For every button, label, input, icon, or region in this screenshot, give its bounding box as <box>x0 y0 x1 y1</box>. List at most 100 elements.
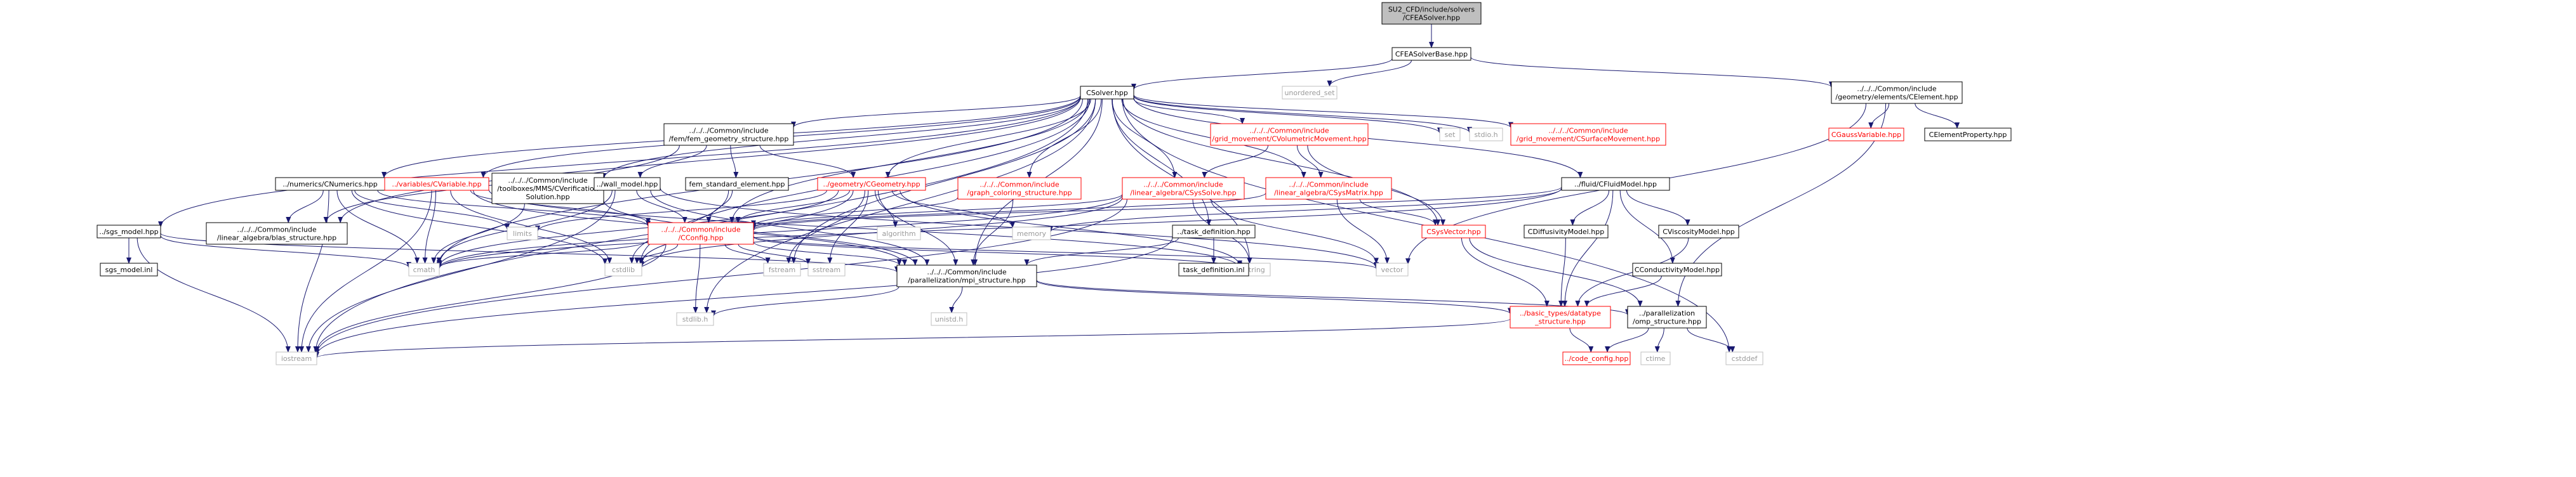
node-label: ../../../Common/include <box>1289 181 1368 189</box>
node-graph_col[interactable]: ../../../Common/include/graph_coloring_s… <box>957 177 1082 200</box>
node-box <box>276 351 317 365</box>
edge-mpi-to-stdlib <box>711 286 900 317</box>
edge-wall_model-to-cconfig <box>636 190 687 223</box>
node-label: CGaussVariable.hpp <box>1831 131 1901 139</box>
node-label: /omp_structure.hpp <box>1633 318 1701 326</box>
node-box <box>1391 47 1471 61</box>
edge-cnumerics-to-cstdlib <box>351 190 607 265</box>
node-datatype[interactable]: ../basic_types/datatype_structure.hpp <box>1510 306 1611 329</box>
node-csysmatrix[interactable]: ../../../Common/include/linear_algebra/C… <box>1265 177 1392 200</box>
node-label: cmath <box>413 266 435 274</box>
node-mpi[interactable]: ../../../Common/include/parallelization/… <box>896 265 1037 287</box>
node-box <box>491 173 604 204</box>
node-cnumerics[interactable]: ../numerics/CNumerics.hpp <box>275 177 385 191</box>
node-cgauss[interactable]: CGaussVariable.hpp <box>1828 127 1904 141</box>
edge-sgs_model-to-iostream <box>136 237 291 353</box>
node-label: CElementProperty.hpp <box>1929 131 2007 139</box>
node-box <box>1562 351 1631 365</box>
node-label: CFEASolverBase.hpp <box>1395 50 1468 58</box>
node-label: ../numerics/CNumerics.hpp <box>282 180 377 188</box>
node-cdiff[interactable]: CDiffusivityModel.hpp <box>1524 225 1609 238</box>
edge-csolver-to-mms <box>601 97 1081 180</box>
node-csysvector[interactable]: CSysVector.hpp <box>1421 225 1486 238</box>
node-box <box>1265 177 1392 200</box>
edge-cgeometry-to-cconfig <box>735 190 851 223</box>
node-box <box>1012 226 1051 240</box>
edge-csolver-to-cconfig <box>729 98 1089 223</box>
node-code_config[interactable]: ../code_config.hpp <box>1562 351 1631 365</box>
node-box <box>1524 225 1609 238</box>
edge-csolver-to-blas <box>338 97 1081 223</box>
node-mms[interactable]: ../../../Common/include/toolboxes/MMS/CV… <box>491 173 604 204</box>
node-csyssolve[interactable]: ../../../Common/include/linear_algebra/C… <box>1122 177 1245 200</box>
node-cfeabase[interactable]: CFEASolverBase.hpp <box>1391 47 1471 61</box>
node-algorithm: algorithm <box>877 226 921 240</box>
edge-datatype-to-code_config <box>1569 327 1594 353</box>
edge-cfluid-to-cconfig <box>751 186 1562 232</box>
node-fem_std[interactable]: fem_standard_element.hpp <box>685 177 789 191</box>
node-celement[interactable]: ../../../Common/include/geometry/element… <box>1831 81 1963 104</box>
node-set: set <box>1439 127 1461 141</box>
edge-cnumerics-to-blas <box>286 190 324 223</box>
node-surfmov[interactable]: ../../../Common/include/grid_movement/CS… <box>1510 123 1666 146</box>
node-label: ../code_config.hpp <box>1565 355 1629 363</box>
edge-omp-to-ctime <box>1654 327 1664 353</box>
node-label: sgs_model.inl <box>105 266 153 274</box>
edge-csolver-to-set <box>1133 95 1442 134</box>
node-label: ../../../Common/include <box>1548 127 1628 135</box>
node-ctime: ctime <box>1640 351 1671 365</box>
node-label: ../../../Common/include <box>237 226 316 234</box>
node-fem_geom[interactable]: ../../../Common/include/fem/fem_geometry… <box>663 123 794 146</box>
node-sstream: sstream <box>807 263 846 277</box>
node-omp[interactable]: ../parallelization/omp_structure.hpp <box>1627 306 1707 329</box>
edge-cconfig-to-cstdlib <box>634 244 679 264</box>
node-root[interactable]: SU2_CFD/include/solvers/CFEASolver.hpp <box>1381 2 1482 25</box>
node-ccond[interactable]: CConductivityModel.hpp <box>1632 263 1722 277</box>
node-label: limits <box>513 230 532 238</box>
node-label: set <box>1445 131 1456 139</box>
edge-csolver-to-fem_geom <box>791 95 1081 128</box>
node-box <box>1080 86 1134 100</box>
node-cstdlib: cstdlib <box>604 263 642 277</box>
node-cvisc[interactable]: CViscosityModel.hpp <box>1658 225 1739 238</box>
edge-cgeometry-to-cmath <box>437 190 839 268</box>
node-task_inl[interactable]: task_definition.inl <box>1178 263 1249 277</box>
node-label: ../../../Common/include <box>1143 181 1223 189</box>
node-box <box>663 123 794 146</box>
edge-csyssolve-to-cconfig <box>751 193 1123 230</box>
node-sgs_model[interactable]: ../sgs_model.hpp <box>96 225 161 238</box>
node-box <box>1381 2 1482 25</box>
node-cconfig[interactable]: ../../../Common/include/CConfig.hpp <box>647 222 754 245</box>
node-label: Solution.hpp <box>526 193 569 201</box>
node-label: CConductivityModel.hpp <box>1635 266 1720 274</box>
node-celemprop[interactable]: CElementProperty.hpp <box>1924 127 2012 141</box>
node-label: cstddef <box>1732 355 1758 363</box>
node-task_def[interactable]: ../task_definition.hpp <box>1172 225 1256 238</box>
node-box <box>685 177 789 191</box>
node-fstream: fstream <box>763 263 801 277</box>
edge-wall_model-to-iostream <box>305 190 616 353</box>
node-cvariable[interactable]: ../variables/CVariable.hpp <box>384 177 489 191</box>
node-label: /geometry/elements/CElement.hpp <box>1835 93 1958 101</box>
edge-csolver-to-volmov <box>1133 98 1245 124</box>
node-sgs_inl[interactable]: sgs_model.inl <box>100 263 158 277</box>
node-box <box>1658 225 1739 238</box>
node-label: ../../../Common/include <box>689 127 768 135</box>
edge-cnumerics-to-iostream <box>295 190 329 353</box>
node-cgeometry[interactable]: ../geometry/CGeometry.hpp <box>817 177 926 191</box>
node-limits: limits <box>507 226 538 240</box>
node-box <box>817 177 926 191</box>
node-cfluid[interactable]: ../fluid/CFluidModel.hpp <box>1561 177 1670 191</box>
node-box <box>408 263 440 277</box>
edge-cconfig-to-iostream <box>314 244 667 353</box>
node-blas[interactable]: ../../../Common/include/linear_algebra/b… <box>206 222 348 245</box>
node-volmov[interactable]: ../../../Common/include/grid_movement/CV… <box>1210 123 1369 146</box>
edge-cfeabase-to-celement <box>1470 56 1834 88</box>
edge-mpi-to-unistd <box>949 286 963 313</box>
edge-cgeometry-to-string <box>900 190 1242 267</box>
node-csolver[interactable]: CSolver.hpp <box>1080 86 1134 100</box>
node-wall_model[interactable]: ../wall_model.hpp <box>594 177 661 191</box>
node-iostream: iostream <box>276 351 317 365</box>
edge-csysmatrix-to-vector <box>1336 199 1390 264</box>
edge-csolver-to-stdlib <box>704 98 1096 313</box>
